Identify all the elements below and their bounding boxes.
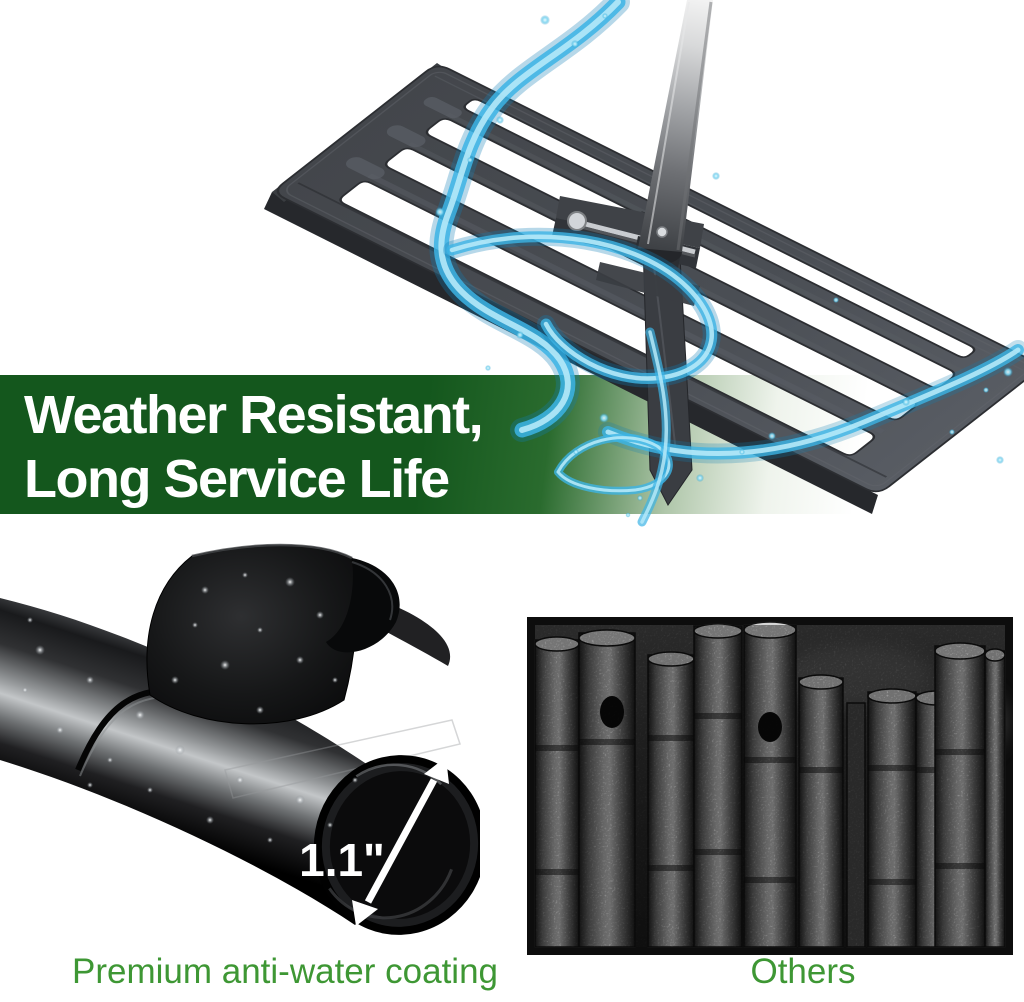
others-photo <box>527 617 1013 955</box>
peeled-coating-sheet <box>146 543 451 725</box>
plate-rim-highlight <box>286 71 1024 487</box>
diameter-arrow <box>352 757 449 926</box>
caption-others: Others <box>750 952 856 991</box>
lawn-leveler-photo <box>264 0 1024 527</box>
tube-droplets <box>22 572 358 843</box>
bracket-nut <box>567 211 587 231</box>
diameter-label: 1.1" <box>299 834 385 886</box>
pole-bolt <box>656 226 668 238</box>
tube-body <box>0 598 400 925</box>
caption-premium-coating: Premium anti-water coating <box>72 952 498 991</box>
coated-tube-photo: 1.1" <box>0 543 480 935</box>
photo-grain <box>535 625 1005 947</box>
water-splash <box>429 0 1024 527</box>
leveler-handle-pole <box>638 0 713 252</box>
banner-line-2: Long Service Life <box>24 449 450 509</box>
water-droplets <box>435 13 1013 518</box>
banner-text: Weather Resistant, Long Service Life <box>0 375 880 511</box>
banner-line-1: Weather Resistant, <box>24 385 484 445</box>
